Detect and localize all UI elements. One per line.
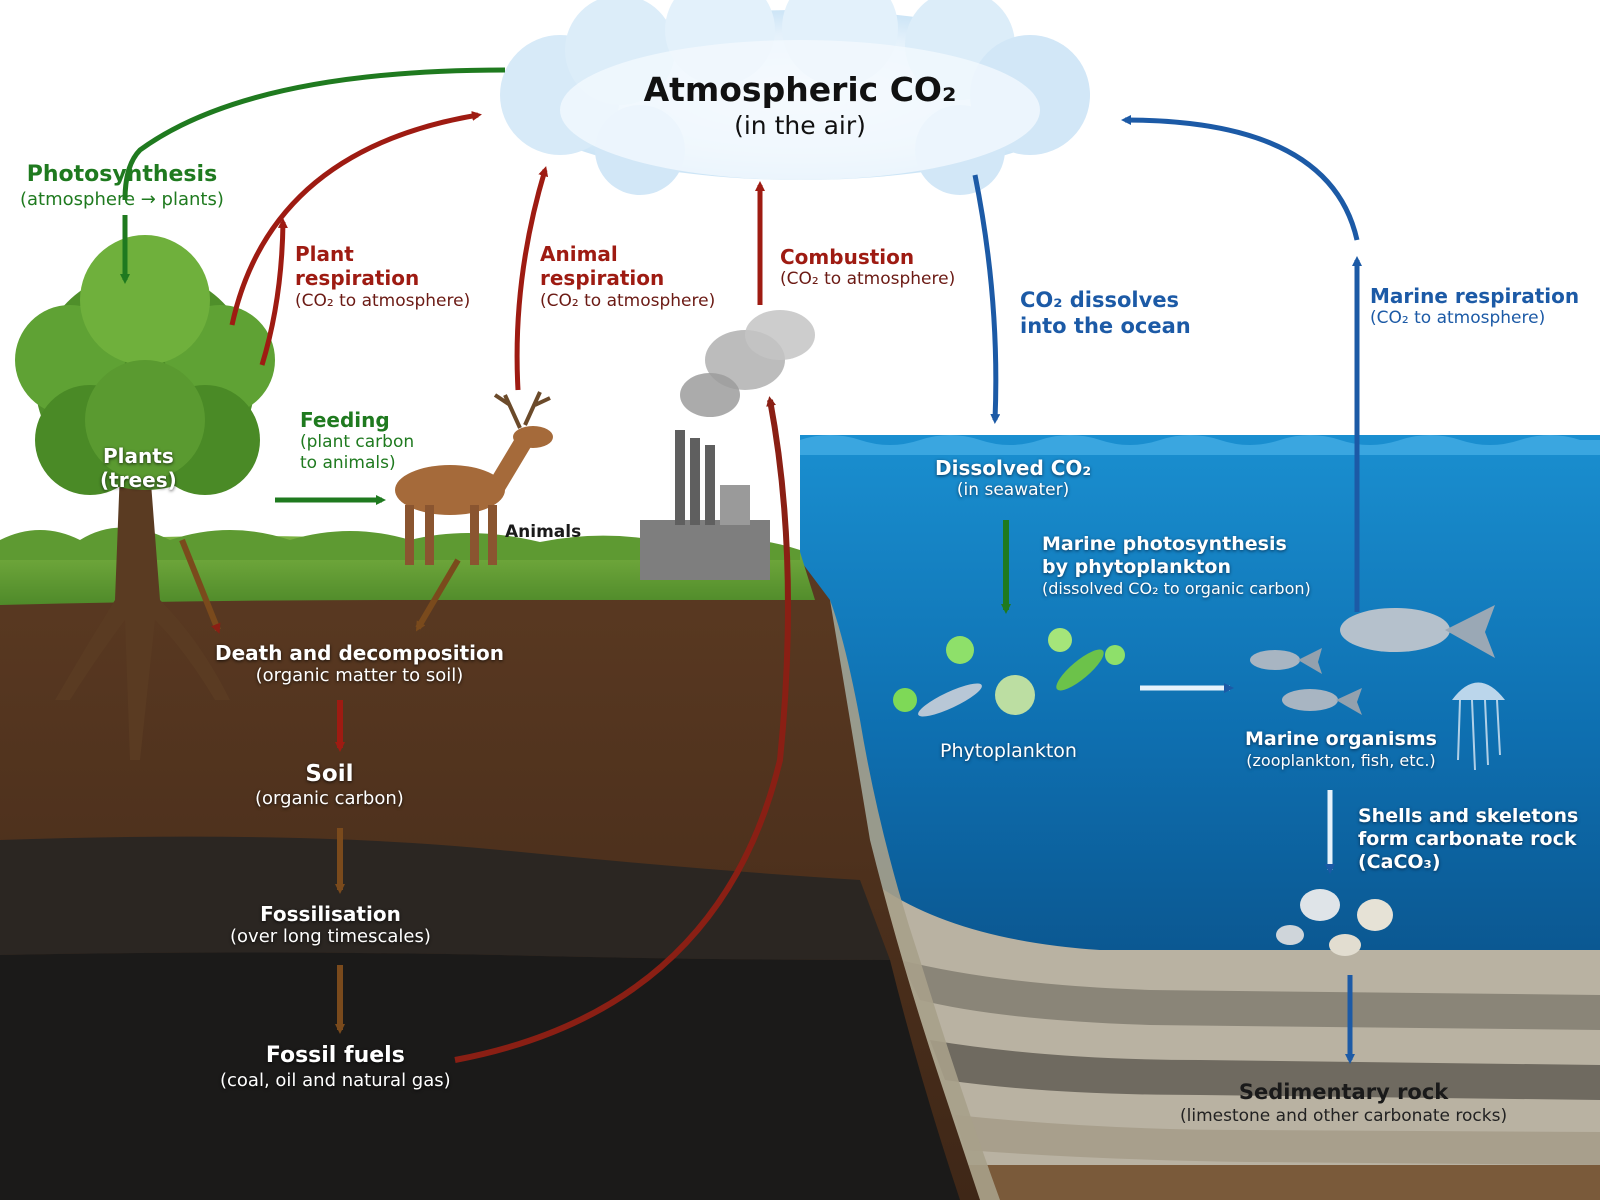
animal-respiration-label: Animal respiration (CO₂ to atmosphere) — [540, 242, 716, 311]
co2-dissolves-arrow — [972, 174, 1001, 424]
animals-label: Animals — [505, 522, 582, 542]
deer-illustration — [395, 391, 553, 565]
seabed-layers — [870, 880, 1600, 1200]
feeding-label: Feeding (plant carbon to animals) — [300, 408, 415, 474]
plant-respiration-arrow-2 — [259, 218, 288, 366]
death-label: Death and decomposition (organic matter … — [215, 641, 504, 687]
plant-respiration-arrow-1 — [229, 111, 482, 326]
phytoplankton-illustration — [893, 628, 1125, 717]
sedimentary-rock-label: Sedimentary rock (limestone and other ca… — [1180, 1080, 1508, 1126]
factory-illustration — [640, 310, 815, 580]
fossil-fuels-to-combustion-arrow — [454, 396, 791, 1063]
plants-label: Plants (trees) — [100, 444, 177, 493]
marine-photosynthesis-label: Marine photosynthesis by phytoplankton (… — [1042, 533, 1311, 599]
marine-respiration-label: Marine respiration (CO₂ to atmosphere) — [1370, 284, 1580, 329]
atmosphere-label: Atmospheric CO₂ (in the air) — [500, 70, 1100, 140]
photosynthesis-label: Photosynthesis (atmosphere → plants) — [20, 162, 224, 210]
marine-life-illustration — [1250, 605, 1505, 771]
marine-respiration-curve — [1121, 115, 1360, 241]
fossilisation-label: Fossilisation (over long timescales) — [230, 902, 431, 948]
land-cross-section — [0, 527, 980, 1200]
tree-illustration — [15, 235, 275, 760]
marine-organisms-label: Marine organisms (zooplankton, fish, etc… — [1245, 728, 1437, 771]
animal-to-decomposition-arrow — [415, 558, 461, 632]
shells-illustration — [1276, 889, 1393, 956]
co2-dissolves-label: CO₂ dissolves into the ocean — [1020, 288, 1191, 338]
tree-to-decomposition-arrow — [179, 538, 221, 634]
atmosphere-title: Atmospheric CO₂ — [643, 70, 957, 109]
phytoplankton-label: Phytoplankton — [940, 740, 1077, 762]
photosynthesis-arrow — [125, 67, 506, 280]
dissolved-co2-label: Dissolved CO₂ (in seawater) — [935, 456, 1092, 501]
atmosphere-cloud — [500, 0, 1090, 195]
soil-label: Soil (organic carbon) — [255, 761, 404, 810]
combustion-label: Combustion (CO₂ to atmosphere) — [780, 245, 956, 290]
shells-label: Shells and skeletons form carbonate rock… — [1358, 805, 1579, 874]
atmosphere-subtitle: (in the air) — [734, 111, 866, 140]
plant-respiration-label: Plant respiration (CO₂ to atmosphere) — [295, 242, 471, 311]
fossil-fuels-label: Fossil fuels (coal, oil and natural gas) — [220, 1043, 451, 1091]
animal-respiration-arrow — [514, 166, 549, 391]
